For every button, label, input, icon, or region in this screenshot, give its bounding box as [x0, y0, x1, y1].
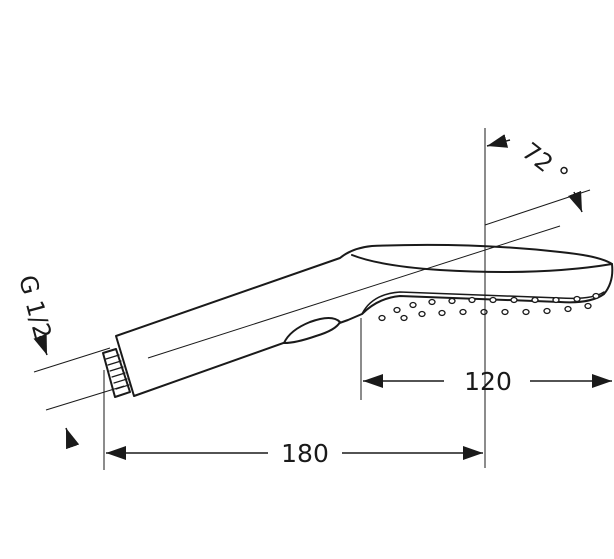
head-top-edge [351, 254, 613, 273]
thread-connector [102, 348, 131, 398]
dimension-angle-label: 72 ° [517, 137, 574, 190]
shower-body [102, 243, 614, 398]
thumb-button [283, 317, 341, 344]
dimension-thread [33, 333, 80, 450]
dimension-length-label: 180 [281, 439, 329, 468]
dimension-angle [486, 134, 583, 213]
dimension-thread-label: G 1/2 [13, 272, 57, 342]
dimension-head-width-label: 120 [464, 367, 512, 396]
handle-outline [115, 243, 614, 397]
spray-nozzles [378, 292, 600, 322]
center-line [147, 225, 561, 359]
